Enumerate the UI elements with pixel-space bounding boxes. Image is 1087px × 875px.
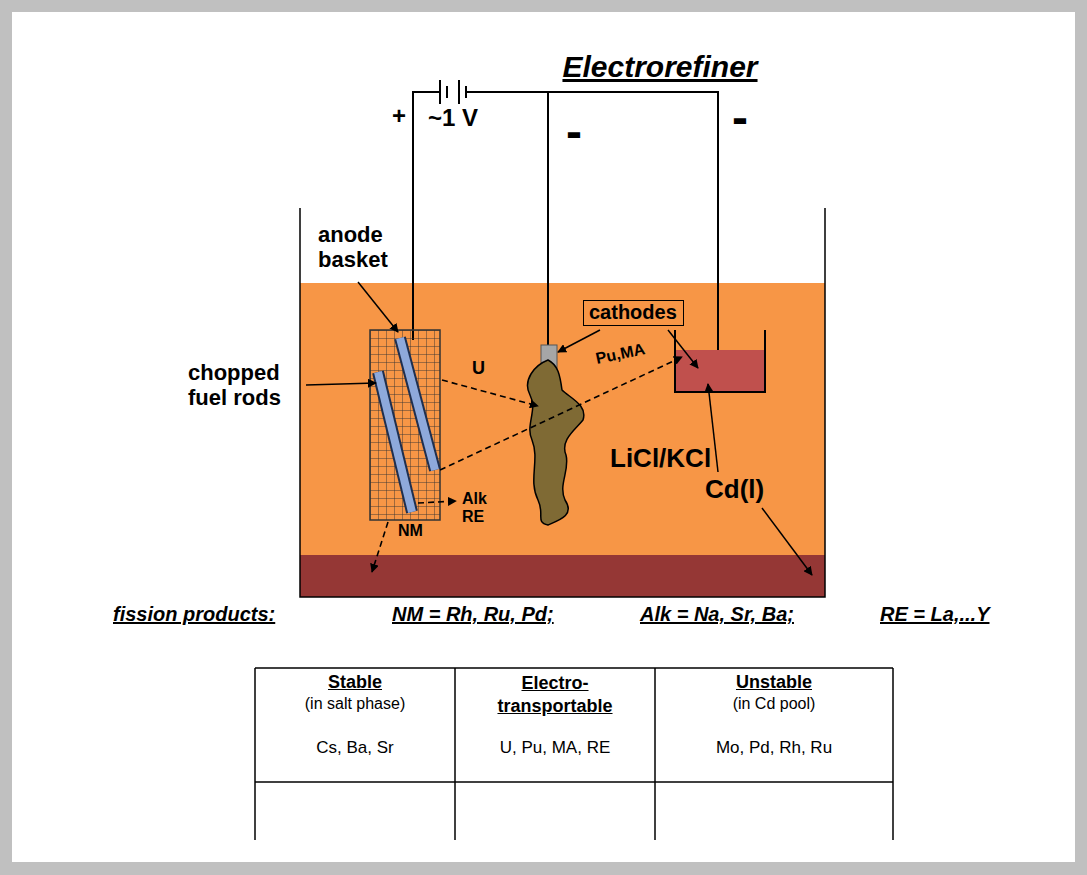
vessel-wall bbox=[300, 208, 825, 597]
anode-basket bbox=[370, 330, 440, 520]
fission-products-group: Alk = Na, Sr, Ba; bbox=[640, 603, 794, 626]
fuel-rods bbox=[378, 338, 435, 512]
fission-products-group: RE = La,...Y bbox=[880, 603, 989, 626]
table-header-note: (in salt phase) bbox=[255, 695, 455, 713]
part-label: Cd(l) bbox=[705, 475, 764, 505]
species-label: U bbox=[472, 358, 485, 379]
uranium-deposit bbox=[528, 360, 584, 525]
battery-symbol bbox=[436, 80, 470, 104]
polarity-sign: + bbox=[392, 102, 406, 130]
table-cell: Cs, Ba, Sr bbox=[255, 738, 455, 758]
cd-pool bbox=[300, 555, 825, 597]
species-label: NM bbox=[398, 522, 423, 540]
fission-products-heading: fission products: bbox=[113, 603, 275, 626]
part-label: chopped fuel rods bbox=[188, 360, 296, 411]
crucible bbox=[675, 330, 765, 392]
salt-bath-region: LiCl/KCl cathodes bbox=[300, 283, 825, 597]
salt-bath bbox=[300, 283, 825, 597]
cathode-wire bbox=[470, 92, 718, 368]
fission-products-group: NM = Rh, Ru, Pd; bbox=[392, 603, 554, 626]
polarity-sign: - bbox=[732, 94, 748, 142]
leader-line bbox=[306, 282, 812, 575]
table-header: Electro-transportable bbox=[490, 672, 620, 717]
part-label: anode basket bbox=[318, 222, 402, 273]
table-header: Stable bbox=[255, 672, 455, 693]
table-grid bbox=[255, 668, 893, 840]
species-label: Alk RE bbox=[462, 490, 496, 525]
table-header: Unstable bbox=[655, 672, 893, 693]
table-header-note: (in Cd pool) bbox=[655, 695, 893, 713]
sheet bbox=[12, 12, 1075, 862]
cathodes-box: cathodes bbox=[583, 300, 684, 326]
title: Electrorefiner bbox=[500, 50, 820, 85]
voltage-label: ~1 V bbox=[428, 104, 478, 132]
polarity-sign: - bbox=[566, 108, 582, 156]
node-text: cathodes bbox=[589, 301, 678, 324]
table-cell: Mo, Pd, Rh, Ru bbox=[655, 738, 893, 758]
node-text: LiCl/KCl bbox=[610, 443, 711, 474]
table-cell: U, Pu, MA, RE bbox=[455, 738, 655, 758]
